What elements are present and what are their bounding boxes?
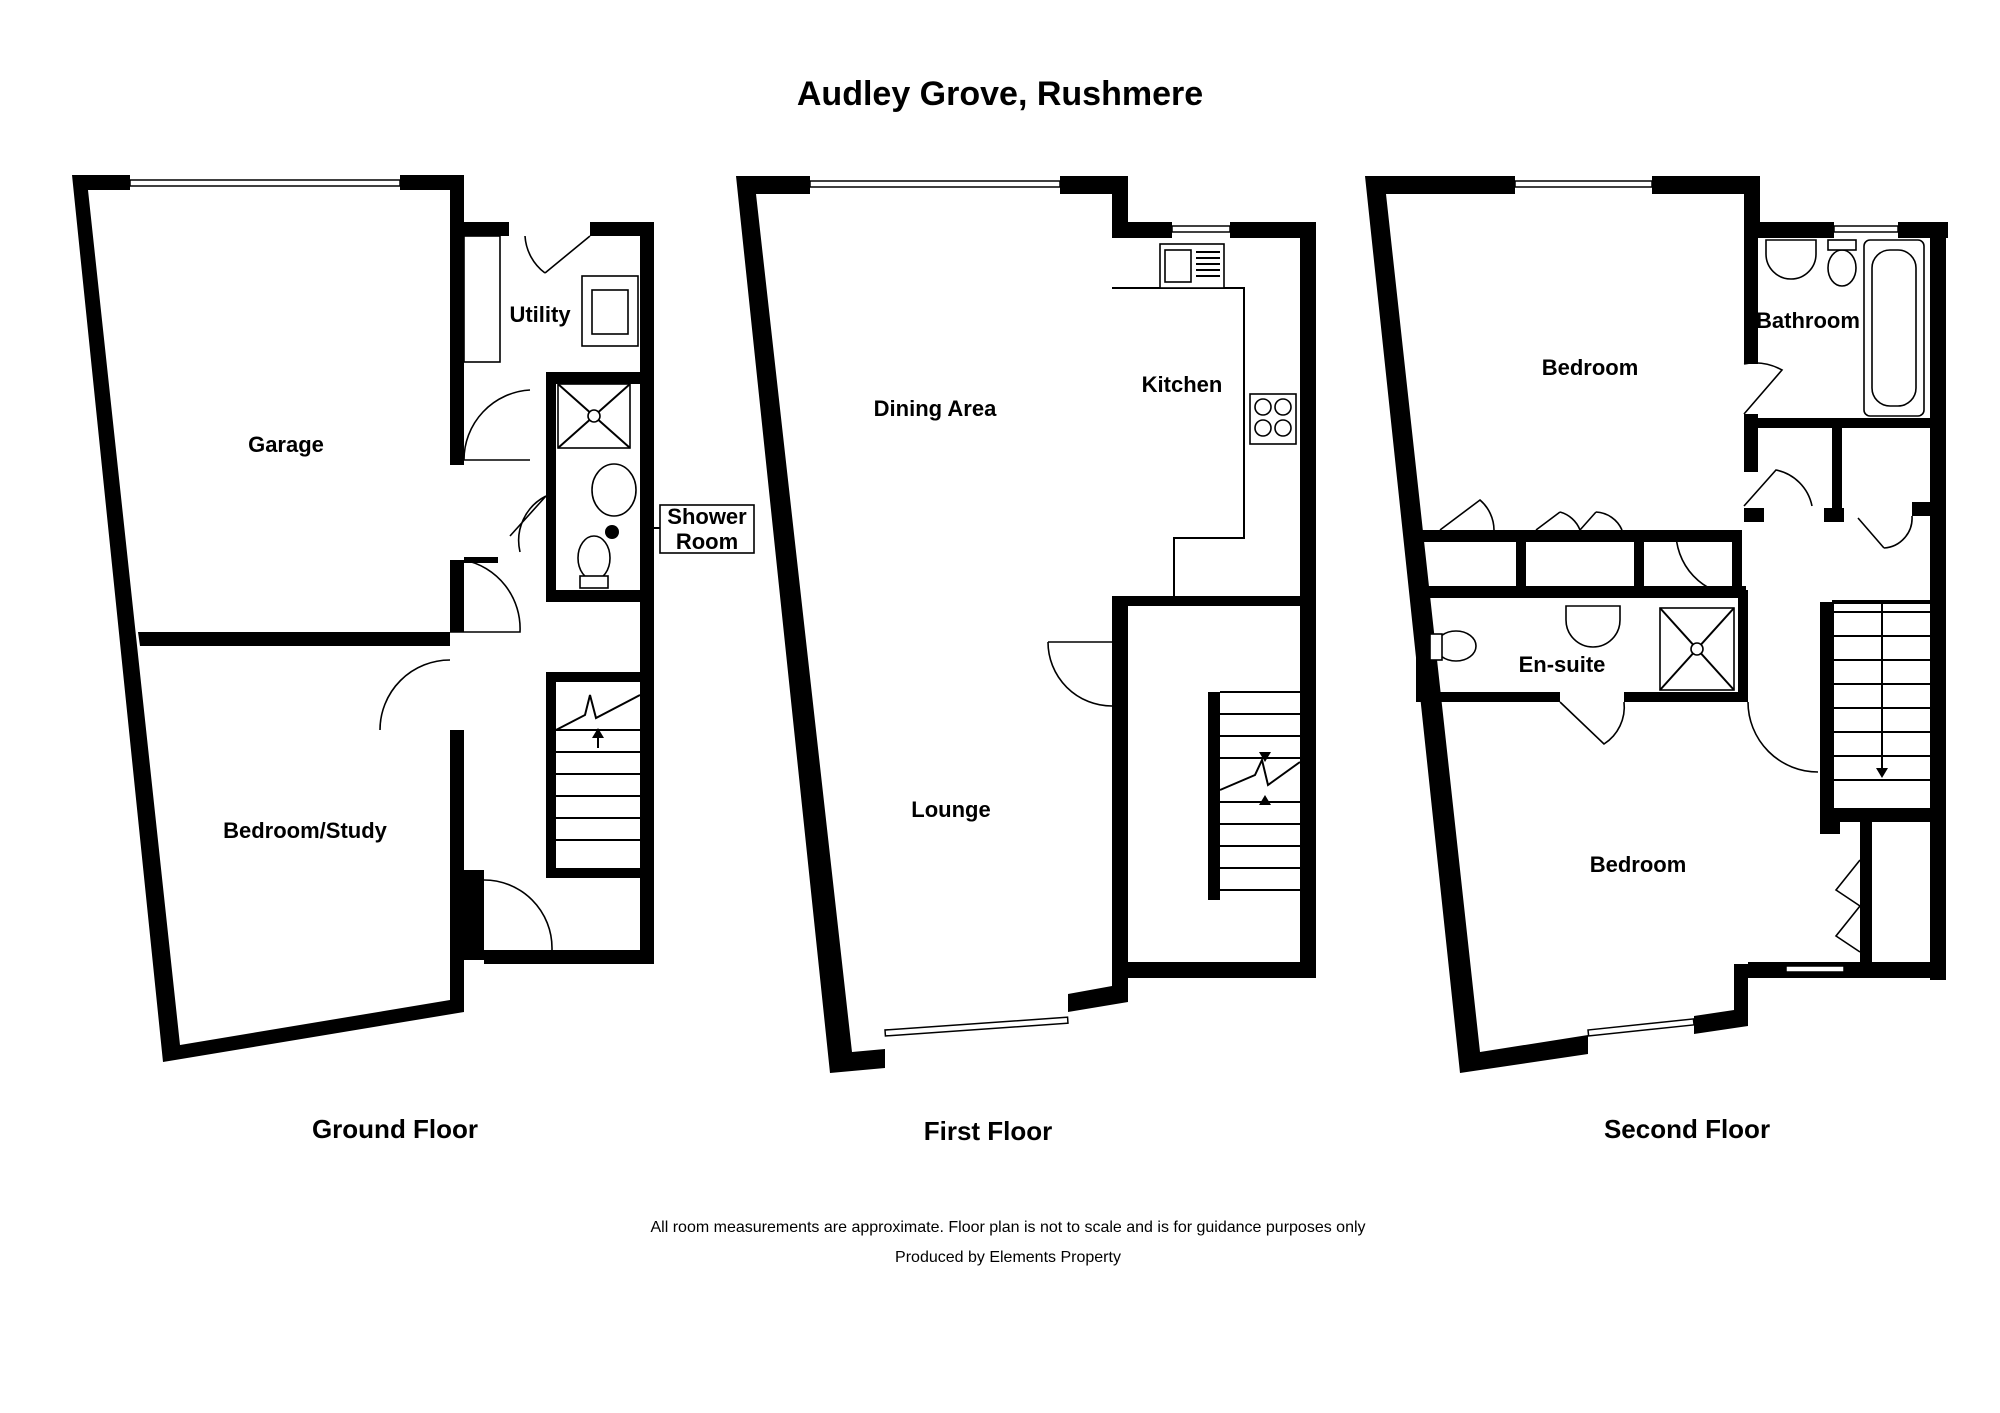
floor-label-second: Second Floor xyxy=(1604,1114,1770,1144)
room-label-lounge: Lounge xyxy=(911,797,990,822)
room-label-shower-room-line2: Room xyxy=(676,529,738,554)
disclaimer: All room measurements are approximate. F… xyxy=(650,1219,1365,1236)
first-stairs xyxy=(1208,691,1301,900)
credit: Produced by Elements Property xyxy=(895,1249,1121,1266)
second-stairs xyxy=(1820,600,1932,822)
page-title: Audley Grove, Rushmere xyxy=(797,75,1203,113)
room-label-bedroom-top: Bedroom xyxy=(1542,355,1639,380)
ground-stairs xyxy=(555,694,641,841)
room-label-garage: Garage xyxy=(248,432,324,457)
floor-label-ground: Ground Floor xyxy=(312,1114,478,1144)
room-label-kitchen: Kitchen xyxy=(1142,372,1223,397)
room-label-bathroom: Bathroom xyxy=(1756,308,1860,333)
room-label-shower-room: Shower xyxy=(667,504,747,529)
ground-floor-plan: Garage Utility Shower Room Bedroom/Study… xyxy=(72,175,755,1144)
room-label-ensuite: En-suite xyxy=(1519,652,1606,677)
first-floor-plan: Dining Area Kitchen Lounge First Floor xyxy=(736,176,1316,1146)
room-label-bedroom-study: Bedroom/Study xyxy=(223,818,388,843)
room-label-dining-area: Dining Area xyxy=(874,396,997,421)
room-label-utility: Utility xyxy=(509,302,571,327)
floor-label-first: First Floor xyxy=(924,1116,1053,1146)
room-label-bedroom-bottom: Bedroom xyxy=(1590,852,1687,877)
second-floor-plan: Bedroom Bathroom En-suite Bedroom Second… xyxy=(1365,176,1948,1144)
